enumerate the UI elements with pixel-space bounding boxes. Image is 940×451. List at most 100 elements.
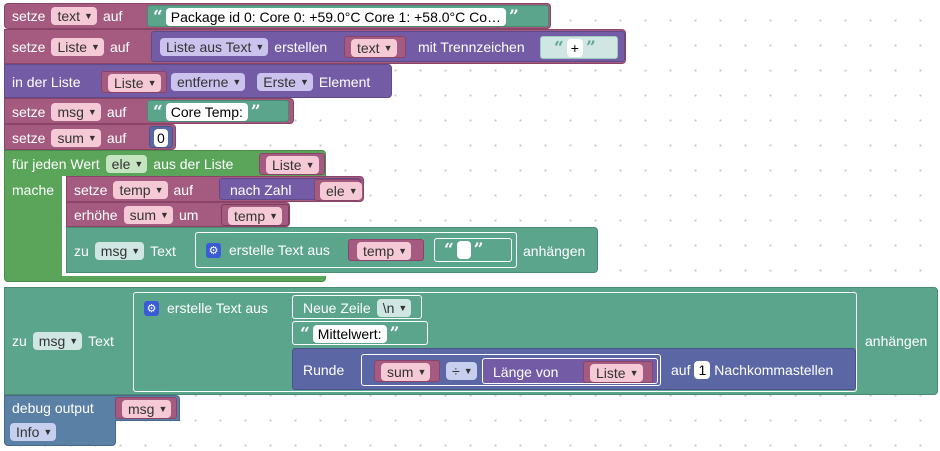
- triangle-down-icon: ▼: [398, 303, 408, 313]
- variable-block[interactable]: sum▼: [374, 360, 440, 382]
- block-set-liste[interactable]: setze Liste▼ auf Liste aus Text▼ erstell…: [4, 29, 626, 64]
- arithmetic-block[interactable]: sum▼ ÷▼ Länge von Liste▼: [361, 354, 661, 386]
- triangle-down-icon: ▼: [87, 133, 97, 143]
- block-label: erstellen: [274, 39, 328, 55]
- text-literal-block[interactable]: “ + ”: [540, 36, 618, 59]
- variable-block[interactable]: Liste▼: [583, 361, 653, 383]
- list-length-block[interactable]: Länge von Liste▼: [482, 358, 658, 384]
- newline-dropdown[interactable]: \n▼: [376, 299, 412, 317]
- variable-dropdown[interactable]: ele▼: [105, 155, 148, 173]
- block-label: um: [178, 207, 199, 223]
- position-dropdown[interactable]: Erste▼: [257, 73, 313, 91]
- newline-block[interactable]: Neue Zeile \n▼: [292, 295, 422, 319]
- variable-dropdown[interactable]: text▼: [51, 7, 97, 25]
- triangle-down-icon: ▼: [154, 185, 164, 195]
- variable-block[interactable]: Liste▼: [259, 153, 325, 175]
- quote-close-icon: ”: [585, 38, 596, 58]
- block-label: für jeden Wert: [12, 156, 100, 172]
- triangle-down-icon: ▼: [398, 246, 408, 256]
- variable-dropdown[interactable]: text▼: [351, 39, 397, 57]
- text-literal-block[interactable]: “ Package id 0: Core 0: +59.0°C Core 1: …: [147, 5, 549, 27]
- variable-dropdown[interactable]: msg▼: [94, 242, 145, 260]
- block-label: erhöhe: [74, 207, 118, 223]
- variable-dropdown[interactable]: temp▼: [113, 181, 168, 199]
- decimals-field[interactable]: 1: [694, 361, 711, 379]
- block-label: Element: [318, 74, 371, 90]
- text-field[interactable]: [456, 241, 471, 259]
- block-append-result[interactable]: zu msg▼ Text ⚙ erstelle Text aus Neue Ze…: [4, 287, 938, 395]
- variable-block[interactable]: text▼: [344, 36, 406, 58]
- split-text-block[interactable]: Liste aus Text▼ erstellen text▼ mit Tren…: [151, 31, 625, 62]
- variable-block[interactable]: Liste▼: [101, 71, 167, 93]
- variable-block[interactable]: ele▼: [314, 179, 362, 201]
- block-label: Neue Zeile: [303, 300, 371, 316]
- variable-dropdown[interactable]: Liste▼: [266, 156, 319, 174]
- block-label: auf: [106, 104, 127, 120]
- triangle-down-icon: ▼: [147, 78, 157, 88]
- round-block[interactable]: Runde sum▼ ÷▼ Länge von L: [292, 348, 856, 390]
- block-set-text[interactable]: setze text▼ auf “ Package id 0: Core 0: …: [4, 3, 551, 29]
- variable-block[interactable]: msg▼: [115, 397, 177, 419]
- variable-block[interactable]: temp▼: [221, 204, 289, 226]
- text-field[interactable]: Mittelwert:: [312, 325, 387, 343]
- variable-dropdown[interactable]: temp▼: [357, 242, 412, 260]
- operation-dropdown[interactable]: entferne▼: [171, 73, 246, 91]
- block-increase-sum[interactable]: erhöhe sum▼ um temp▼: [66, 202, 290, 227]
- block-set-msg[interactable]: setze msg▼ auf “ Core Temp: ”: [4, 98, 294, 124]
- block-label: auf: [102, 8, 123, 24]
- block-label: setze: [12, 8, 46, 24]
- variable-dropdown[interactable]: msg▼: [32, 332, 83, 350]
- block-label: in der Liste: [12, 74, 81, 90]
- block-label: Text: [88, 333, 114, 349]
- empty-text-literal[interactable]: “ ”: [434, 238, 512, 262]
- block-append-text[interactable]: zu msg▼ Text ⚙ erstelle Text aus temp▼ “…: [66, 227, 598, 273]
- block-set-sum[interactable]: setze sum▼ auf 0: [4, 124, 176, 150]
- variable-dropdown[interactable]: Liste▼: [590, 364, 643, 382]
- triangle-down-icon: ▼: [69, 336, 79, 346]
- text-field[interactable]: Core Temp:: [165, 103, 248, 121]
- block-set-temp[interactable]: setze temp▼ auf nach Zahl ele▼: [66, 176, 364, 202]
- variable-dropdown[interactable]: msg▼: [51, 103, 101, 121]
- debug-output-block[interactable]: debug output msg▼: [4, 395, 180, 421]
- text-literal-block[interactable]: “ Core Temp: ”: [147, 100, 289, 122]
- number-field[interactable]: 0: [154, 129, 168, 147]
- triangle-down-icon: ▼: [348, 186, 358, 196]
- text-literal-block[interactable]: “ Mittelwert: ”: [292, 321, 428, 345]
- quote-close-icon: ”: [250, 102, 261, 122]
- variable-dropdown[interactable]: Liste▼: [108, 74, 161, 92]
- triangle-down-icon: ▼: [255, 42, 265, 52]
- block-list-remove[interactable]: in der Liste Liste▼ entferne▼ Erste▼ Ele…: [4, 64, 392, 98]
- number-block[interactable]: 0: [149, 126, 173, 148]
- block-label: aus der Liste: [153, 156, 234, 172]
- block-label: mache: [12, 182, 55, 198]
- operator-dropdown[interactable]: ÷▼: [446, 362, 477, 380]
- debug-level-row[interactable]: Info▼: [4, 420, 116, 446]
- block-label: zu: [74, 243, 89, 259]
- text-field[interactable]: Package id 0: Core 0: +59.0°C Core 1: +5…: [165, 8, 507, 26]
- block-label: auf: [173, 182, 193, 198]
- text-join-block[interactable]: ⚙ erstelle Text aus Neue Zeile \n▼ “ Mit…: [133, 292, 857, 392]
- variable-block[interactable]: temp▼: [348, 239, 424, 261]
- mode-dropdown[interactable]: Liste aus Text▼: [160, 38, 269, 56]
- variable-dropdown[interactable]: sum▼: [381, 363, 431, 381]
- block-label: auf: [671, 362, 691, 378]
- variable-dropdown[interactable]: msg▼: [122, 400, 172, 418]
- text-join-block[interactable]: ⚙ erstelle Text aus temp▼ “ ”: [195, 232, 517, 268]
- variable-dropdown[interactable]: Liste▼: [51, 38, 104, 56]
- block-label: Runde: [303, 362, 345, 378]
- variable-dropdown[interactable]: sum▼: [51, 129, 101, 147]
- log-level-dropdown[interactable]: Info▼: [10, 423, 57, 441]
- triangle-down-icon: ▼: [305, 160, 315, 170]
- to-number-block[interactable]: nach Zahl ele▼: [219, 178, 362, 201]
- block-label: erstelle Text aus: [229, 242, 330, 258]
- triangle-down-icon: ▼: [91, 42, 100, 52]
- text-field[interactable]: +: [566, 39, 583, 57]
- variable-dropdown[interactable]: sum▼: [123, 206, 173, 224]
- gear-icon[interactable]: ⚙: [206, 242, 221, 258]
- variable-dropdown[interactable]: ele▼: [320, 182, 362, 200]
- quote-open-icon: “: [153, 102, 163, 122]
- block-label: zu: [12, 333, 27, 349]
- variable-dropdown[interactable]: temp▼: [228, 207, 283, 225]
- triangle-down-icon: ▼: [131, 246, 141, 256]
- gear-icon[interactable]: ⚙: [144, 300, 159, 316]
